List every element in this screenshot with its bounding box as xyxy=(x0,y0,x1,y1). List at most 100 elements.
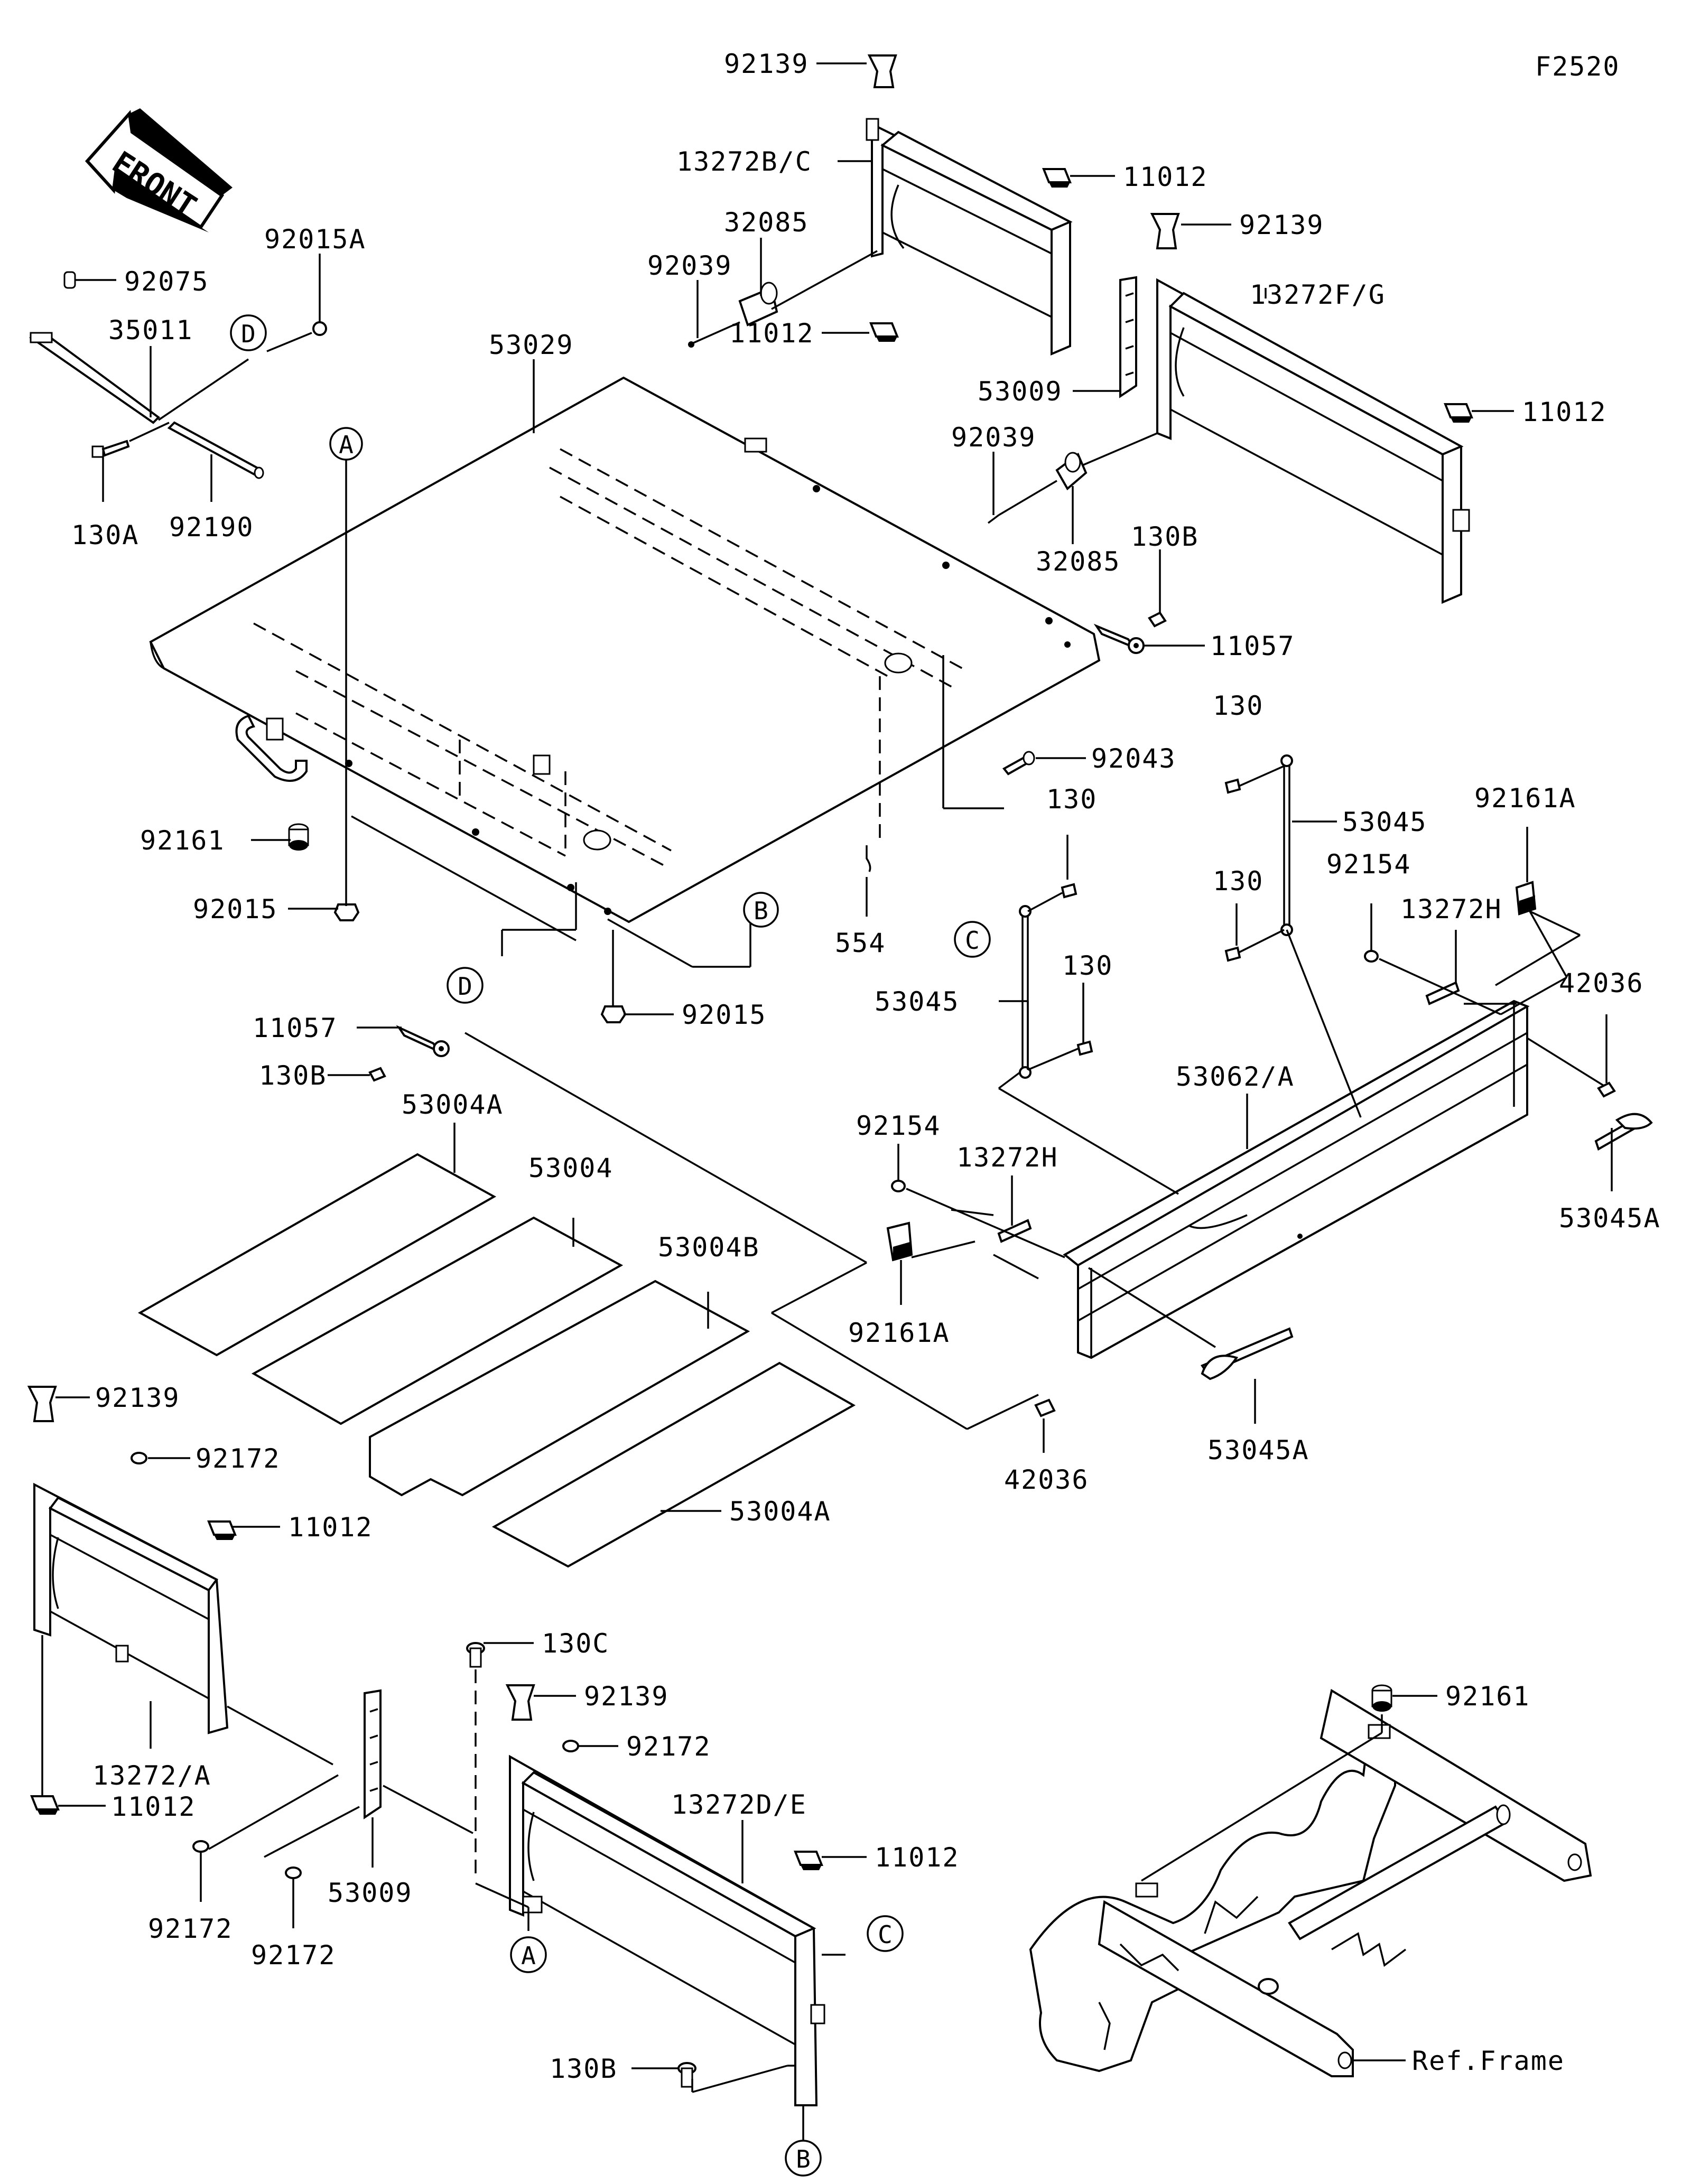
label-53029: 53029 xyxy=(489,330,574,360)
label-92015a: 92015A xyxy=(264,224,366,255)
bumper-92161 xyxy=(288,823,309,851)
bolt-92172-d xyxy=(285,1866,302,1879)
label-92015: 92015 xyxy=(193,894,278,925)
bolt-92154-a xyxy=(1364,950,1379,963)
label-92015: 92015 xyxy=(682,1000,767,1030)
label-92154: 92154 xyxy=(856,1110,941,1141)
bolt-92172-a xyxy=(131,1452,147,1464)
callout-a-bottom: A xyxy=(510,1936,547,1973)
label-130b: 130B xyxy=(259,1060,327,1091)
label-92139: 92139 xyxy=(724,49,809,79)
callout-d-mid: D xyxy=(447,967,484,1004)
bolt-130b-b xyxy=(368,1067,386,1082)
svg-text:B: B xyxy=(754,897,768,925)
label-11012: 11012 xyxy=(1522,397,1607,427)
bolt-130-c xyxy=(1061,883,1077,899)
front-arrow: FRONT xyxy=(85,108,233,232)
label-92154: 92154 xyxy=(1326,849,1411,880)
ref-frame xyxy=(1029,1688,1592,2077)
link-32085-a xyxy=(738,282,778,326)
bracket-13272h-b xyxy=(997,1219,1032,1243)
bolt-130a xyxy=(91,440,130,458)
label-53045a: 53045A xyxy=(1207,1435,1309,1466)
mat-53004a-top xyxy=(137,1153,497,1357)
label-42036: 42036 xyxy=(1004,1464,1089,1495)
label-35011: 35011 xyxy=(108,315,193,346)
nut-42036-a xyxy=(1597,1081,1616,1098)
label-130: 130 xyxy=(1213,690,1263,721)
label-92039: 92039 xyxy=(647,250,732,281)
cap-11012-a xyxy=(1042,168,1072,188)
bolt-92172-b xyxy=(562,1740,579,1752)
label-13272bc: 13272B/C xyxy=(676,146,812,177)
bolt-130-a xyxy=(1224,778,1241,794)
label-11012: 11012 xyxy=(111,1791,196,1822)
hinge-53009-a xyxy=(1119,276,1137,398)
label-130a: 130A xyxy=(71,520,139,550)
label-11057: 11057 xyxy=(1210,631,1295,661)
label-11012: 11012 xyxy=(875,1842,960,1873)
pipe-92190 xyxy=(167,421,264,479)
pin-92043 xyxy=(1002,751,1035,776)
cap-11012-f xyxy=(794,1851,823,1870)
label-92161: 92161 xyxy=(1445,1681,1530,1712)
label-130: 130 xyxy=(1046,784,1097,815)
bumper-92161a-b xyxy=(886,1221,913,1262)
label-ref-frame: Ref.Frame xyxy=(1412,2046,1565,2076)
bumper-92161a-a xyxy=(1515,881,1537,916)
label-92190: 92190 xyxy=(169,512,254,543)
label-32085: 32085 xyxy=(1036,546,1121,577)
label-554: 554 xyxy=(835,928,886,958)
rod-35011 xyxy=(29,332,161,424)
bed-floor-53029 xyxy=(149,376,1101,923)
label-11012: 11012 xyxy=(288,1512,373,1543)
label-13272h: 13272H xyxy=(1400,894,1502,925)
mat-53004 xyxy=(251,1216,624,1425)
clip-92139-c xyxy=(27,1386,57,1422)
label-92075: 92075 xyxy=(124,266,209,297)
label-53062a: 53062/A xyxy=(1176,1061,1295,1092)
spacer-92075 xyxy=(63,271,76,289)
label-42036: 42036 xyxy=(1559,968,1644,998)
callout-b-bottom: B xyxy=(785,2140,822,2177)
label-11012: 11012 xyxy=(1123,162,1208,192)
panel-13272a xyxy=(33,1482,229,1734)
callout-d-top: D xyxy=(230,314,267,351)
nut-92015-b xyxy=(600,1005,627,1023)
label-53045: 53045 xyxy=(875,986,960,1017)
mat-53004a-bottom xyxy=(491,1361,856,1568)
nut-92015-a xyxy=(333,903,360,921)
label-53045: 53045 xyxy=(1342,807,1427,837)
label-32085: 32085 xyxy=(724,207,809,238)
svg-text:C: C xyxy=(965,926,980,955)
cable-53045-b xyxy=(1019,905,1032,1079)
grab-handle xyxy=(235,714,308,782)
bolt-130-b xyxy=(1224,946,1241,962)
bracket-13272h-a xyxy=(1425,981,1460,1005)
label-92039: 92039 xyxy=(951,422,1036,453)
svg-text:A: A xyxy=(339,431,354,459)
label-53004a: 53004A xyxy=(729,1496,831,1527)
bolt-92154-b xyxy=(891,1180,906,1192)
label-130: 130 xyxy=(1213,866,1263,897)
label-92043: 92043 xyxy=(1091,743,1176,774)
label-92139: 92139 xyxy=(95,1383,180,1413)
label-53004b: 53004B xyxy=(658,1232,760,1263)
bolt-130-d xyxy=(1076,1040,1093,1056)
nut-42036-b xyxy=(1034,1398,1056,1417)
cap-11012-e xyxy=(30,1795,60,1815)
label-130: 130 xyxy=(1062,950,1113,981)
svg-text:D: D xyxy=(241,320,256,348)
pin-554 xyxy=(866,845,871,872)
label-92161a: 92161A xyxy=(848,1318,950,1348)
label-92139: 92139 xyxy=(1239,210,1324,240)
label-11057: 11057 xyxy=(253,1013,338,1043)
bolt-130c xyxy=(466,1642,485,1668)
cap-11012-b xyxy=(869,322,899,342)
svg-text:B: B xyxy=(796,2145,811,2173)
svg-text:C: C xyxy=(878,1920,893,1949)
label-92172: 92172 xyxy=(148,1914,233,1944)
hinge-53009-b xyxy=(364,1689,382,1819)
clip-92139-b xyxy=(1150,213,1180,249)
